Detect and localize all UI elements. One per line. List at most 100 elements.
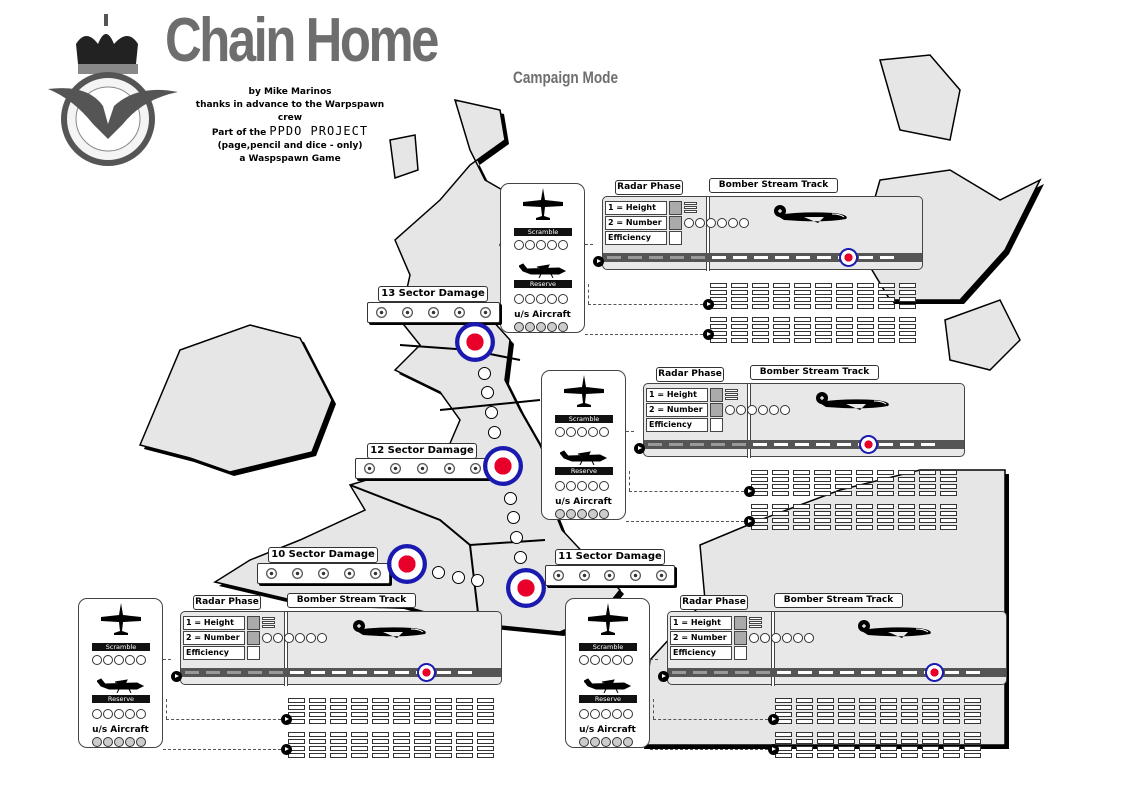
scramble-slot[interactable] (536, 240, 546, 250)
track-cell[interactable] (435, 739, 452, 744)
track-space[interactable] (607, 256, 621, 259)
track-space[interactable] (395, 671, 409, 674)
height-tick[interactable] (684, 210, 697, 213)
track-cell[interactable] (772, 484, 789, 489)
track-cell[interactable] (859, 719, 876, 724)
track-space[interactable] (921, 443, 935, 446)
track-space[interactable] (714, 671, 728, 674)
track-cell[interactable] (794, 297, 811, 302)
track-cell[interactable] (351, 739, 368, 744)
track-cell[interactable] (878, 290, 895, 295)
track-cell[interactable] (773, 290, 790, 295)
track-space[interactable] (669, 443, 683, 446)
track-cell[interactable] (793, 525, 810, 530)
track-cell[interactable] (775, 753, 792, 758)
track-cell[interactable] (456, 719, 473, 724)
track-cell[interactable] (899, 324, 916, 329)
track-cell[interactable] (878, 338, 895, 343)
efficiency-box[interactable] (710, 418, 723, 432)
track-cell[interactable] (859, 698, 876, 703)
number-slot[interactable] (706, 218, 716, 228)
track-cell[interactable] (393, 719, 410, 724)
track-cell[interactable] (940, 525, 957, 530)
track-cell[interactable] (877, 477, 894, 482)
track-cell[interactable] (796, 712, 813, 717)
scramble-slot[interactable] (514, 240, 524, 250)
track-start-arrow[interactable] (634, 443, 645, 454)
track-cell[interactable] (793, 511, 810, 516)
track-space[interactable] (353, 671, 367, 674)
us-aircraft-slot[interactable] (588, 509, 598, 519)
height-tick[interactable] (262, 625, 275, 628)
track-space[interactable] (756, 671, 770, 674)
track-cell[interactable] (901, 746, 918, 751)
track-space[interactable] (649, 256, 663, 259)
damage-slot[interactable] (630, 570, 642, 581)
track-cell[interactable] (856, 504, 873, 509)
chain-link-space[interactable] (481, 386, 494, 399)
damage-slot[interactable] (265, 568, 277, 579)
track-cell[interactable] (919, 491, 936, 496)
height-tick[interactable] (725, 393, 738, 396)
track-cell[interactable] (794, 304, 811, 309)
track-space[interactable] (774, 443, 788, 446)
track-cell[interactable] (919, 525, 936, 530)
track-cell[interactable] (772, 518, 789, 523)
track-cell[interactable] (880, 719, 897, 724)
track-cell[interactable] (775, 739, 792, 744)
track-cell[interactable] (899, 317, 916, 322)
track-cell[interactable] (309, 698, 326, 703)
number-slot[interactable] (793, 633, 803, 643)
height-tick[interactable] (725, 389, 738, 392)
us-aircraft-slot[interactable] (558, 322, 568, 332)
us-arrow[interactable] (703, 329, 714, 340)
us-aircraft-slot[interactable] (590, 737, 600, 747)
track-cell[interactable] (880, 753, 897, 758)
damage-slot[interactable] (317, 568, 329, 579)
track-cell[interactable] (796, 753, 813, 758)
reserve-slot[interactable] (136, 709, 146, 719)
reserve-slot[interactable] (103, 709, 113, 719)
track-cell[interactable] (773, 283, 790, 288)
track-space[interactable] (672, 671, 686, 674)
track-cell[interactable] (731, 304, 748, 309)
track-cell[interactable] (330, 753, 347, 758)
track-cell[interactable] (880, 732, 897, 737)
track-cell[interactable] (878, 317, 895, 322)
track-cell[interactable] (817, 732, 834, 737)
track-cell[interactable] (309, 705, 326, 710)
track-cell[interactable] (836, 304, 853, 309)
track-cell[interactable] (878, 283, 895, 288)
track-cell[interactable] (752, 297, 769, 302)
track-cell[interactable] (456, 698, 473, 703)
height-box[interactable] (247, 616, 260, 630)
track-cell[interactable] (751, 470, 768, 475)
track-cell[interactable] (372, 746, 389, 751)
scramble-slot[interactable] (612, 655, 622, 665)
height-tick[interactable] (749, 621, 762, 624)
track-cell[interactable] (859, 732, 876, 737)
height-tick[interactable] (749, 625, 762, 628)
reserve-arrow[interactable] (281, 714, 292, 725)
track-cell[interactable] (859, 739, 876, 744)
scramble-slot[interactable] (555, 427, 565, 437)
track-cell[interactable] (794, 290, 811, 295)
track-space[interactable] (840, 671, 854, 674)
track-cell[interactable] (856, 477, 873, 482)
track-space[interactable] (711, 443, 725, 446)
track-cell[interactable] (878, 297, 895, 302)
track-cell[interactable] (898, 470, 915, 475)
track-start-arrow[interactable] (171, 671, 182, 682)
track-cell[interactable] (922, 712, 939, 717)
reserve-arrow[interactable] (768, 714, 779, 725)
track-space[interactable] (777, 671, 791, 674)
track-cell[interactable] (835, 504, 852, 509)
track-cell[interactable] (940, 470, 957, 475)
track-cell[interactable] (919, 518, 936, 523)
track-cell[interactable] (815, 338, 832, 343)
track-cell[interactable] (815, 331, 832, 336)
scramble-slot[interactable] (558, 240, 568, 250)
track-cell[interactable] (856, 491, 873, 496)
track-cell[interactable] (414, 753, 431, 758)
track-cell[interactable] (835, 525, 852, 530)
